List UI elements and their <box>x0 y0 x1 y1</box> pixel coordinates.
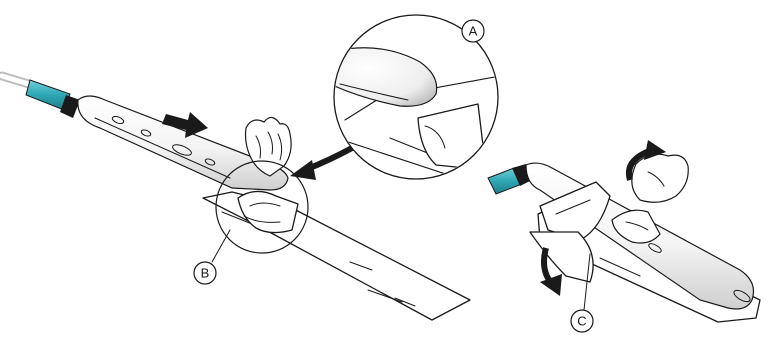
callout-c-label: C <box>577 314 586 329</box>
callout-b: B <box>194 230 230 284</box>
left-sleeve-flap <box>238 191 298 232</box>
right-hand <box>612 154 688 243</box>
callout-b-label: B <box>201 266 210 281</box>
detail-circle-a-group: A <box>330 15 520 182</box>
callout-a-label: A <box>469 24 478 39</box>
left-cable <box>2 76 32 85</box>
right-scene: C <box>488 140 760 332</box>
right-handpiece <box>488 163 754 309</box>
curved-arrow-left-icon <box>290 148 352 180</box>
